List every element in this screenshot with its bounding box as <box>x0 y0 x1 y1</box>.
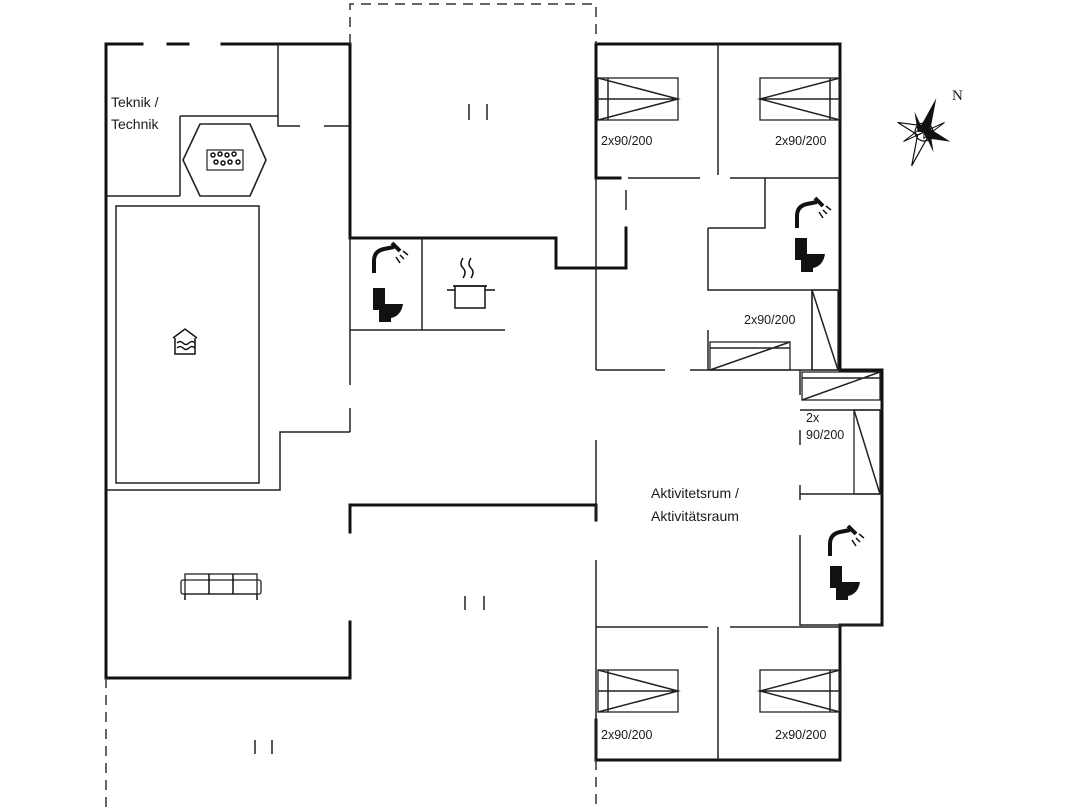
bed-label-bottom-right: 2x90/200 <box>775 728 826 742</box>
toilet-icon <box>373 288 403 322</box>
bed-label-top-left: 2x90/200 <box>601 134 652 148</box>
bed-icon <box>811 289 839 371</box>
shower-icon <box>795 196 832 228</box>
bed-icon <box>757 669 841 713</box>
bed-label-middle: 2x90/200 <box>744 313 795 327</box>
sofa-icon <box>180 573 262 600</box>
bed-icon <box>801 371 881 401</box>
shower-icon <box>372 241 409 273</box>
window-marks <box>254 104 488 754</box>
room-label-technik-2: Technik <box>111 116 159 132</box>
room-label-technik-1: Teknik / <box>111 94 159 110</box>
bed-label-top-right: 2x90/200 <box>775 134 826 148</box>
bed-icon <box>597 669 681 713</box>
bed-label-bottom-left: 2x90/200 <box>601 728 652 742</box>
bed-label-side-1: 2x <box>806 411 820 425</box>
bed-label-side-2: 90/200 <box>806 428 844 442</box>
bed-icon <box>597 77 681 121</box>
interior-walls <box>106 44 882 760</box>
pool <box>115 205 260 484</box>
toilet-icon <box>830 566 860 600</box>
room-label-activity-2: Aktivitätsraum <box>651 508 739 524</box>
cooking-pot-icon <box>447 257 495 309</box>
bed-icon <box>853 409 881 495</box>
room-label-activity-1: Aktivitetsrum / <box>651 485 739 501</box>
shower-icon <box>828 524 865 556</box>
bed-icon <box>709 341 791 371</box>
toilet-icon <box>795 238 825 272</box>
bed-icon <box>757 77 841 121</box>
sauna-icon <box>182 123 267 197</box>
pool-icon <box>172 328 198 355</box>
compass-north-label: N <box>952 88 963 104</box>
